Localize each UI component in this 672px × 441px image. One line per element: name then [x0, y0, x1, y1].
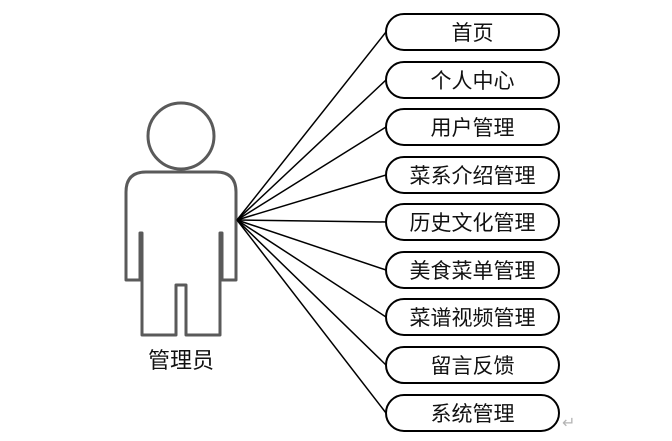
usecase-home: 首页	[385, 13, 560, 51]
association-line-9	[236, 219, 387, 414]
usecase-cuisine-intro-management: 菜系介绍管理	[385, 156, 560, 194]
usecase-system-management: 系统管理	[385, 394, 560, 432]
association-line-1	[236, 31, 387, 221]
usecase-user-management: 用户管理	[385, 108, 560, 146]
usecase-personal-center: 个人中心	[385, 61, 560, 99]
usecase-message-feedback: 留言反馈	[385, 346, 560, 384]
actor-figure	[124, 101, 238, 337]
actor-label: 管理员	[147, 349, 214, 374]
usecase-history-culture-management: 历史文化管理	[385, 203, 560, 241]
paragraph-return-mark: ↵	[562, 413, 576, 432]
association-line-8	[236, 219, 387, 366]
actor-body	[124, 170, 238, 337]
usecase-recipe-video-management: 菜谱视频管理	[385, 298, 560, 336]
usecase-food-menu-management: 美食菜单管理	[385, 251, 560, 289]
association-line-6	[236, 219, 387, 271]
association-line-3	[236, 126, 387, 221]
association-line-2	[236, 79, 387, 221]
association-lines	[236, 31, 387, 414]
association-line-7	[236, 219, 387, 318]
association-line-4	[236, 174, 387, 221]
actor-head	[146, 101, 216, 171]
association-line-5	[236, 219, 387, 223]
